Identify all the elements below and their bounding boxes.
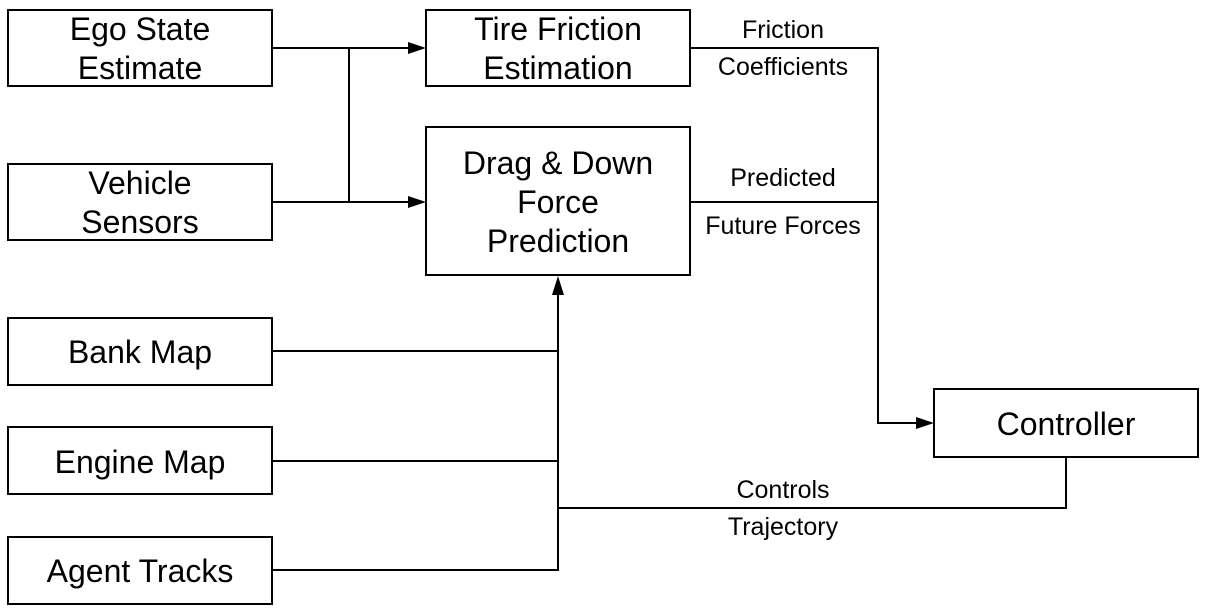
node-controller: Controller xyxy=(933,388,1199,458)
edge-controller-feedback xyxy=(558,457,1067,509)
arrowhead-to-tire-friction xyxy=(408,42,426,54)
edge-label-friction-line-2: Coefficients xyxy=(718,53,848,81)
node-tire-friction-line-1: Tire Friction xyxy=(474,11,642,47)
node-bank-map: Bank Map xyxy=(7,317,273,386)
edge-label-forces-line-2: Future Forces xyxy=(705,212,861,240)
node-bank-map-label: Bank Map xyxy=(68,334,212,370)
node-agent-tracks: Agent Tracks xyxy=(7,536,273,605)
arrowhead-up-to-drag-force xyxy=(552,276,564,295)
node-drag-force-line-2: Force xyxy=(517,184,599,220)
node-vehicle-sensors-line-2: Sensors xyxy=(81,204,198,240)
arrowhead-to-drag-force xyxy=(408,196,426,208)
edge-estimators-to-controller xyxy=(690,47,934,429)
node-drag-down-force-prediction: Drag & Down Force Prediction xyxy=(425,126,691,276)
arrowhead-to-controller xyxy=(916,417,934,429)
node-tire-friction-estimation: Tire Friction Estimation xyxy=(425,9,691,87)
edge-label-controls-line-2: Trajectory xyxy=(728,513,839,541)
node-ego-state-line-2: Estimate xyxy=(78,50,202,86)
edge-label-friction-line-1: Friction xyxy=(742,16,824,44)
node-ego-state-line-1: Ego State xyxy=(70,11,211,47)
edge-maps-to-drag-force xyxy=(272,276,564,571)
node-agent-tracks-label: Agent Tracks xyxy=(47,553,234,589)
node-engine-map-label: Engine Map xyxy=(55,444,226,480)
edge-label-forces-line-1: Predicted xyxy=(730,164,836,192)
node-drag-force-line-3: Prediction xyxy=(487,223,629,259)
node-engine-map: Engine Map xyxy=(7,426,273,495)
node-vehicle-sensors: Vehicle Sensors xyxy=(7,163,273,241)
node-controller-label: Controller xyxy=(997,406,1136,442)
node-ego-state-estimate: Ego State Estimate xyxy=(7,9,273,87)
node-vehicle-sensors-line-1: Vehicle xyxy=(88,165,191,201)
node-tire-friction-line-2: Estimation xyxy=(483,50,632,86)
edge-label-controls-line-1: Controls xyxy=(736,476,829,504)
edge-inputs-to-estimators xyxy=(272,42,426,208)
node-drag-force-line-1: Drag & Down xyxy=(463,145,653,181)
